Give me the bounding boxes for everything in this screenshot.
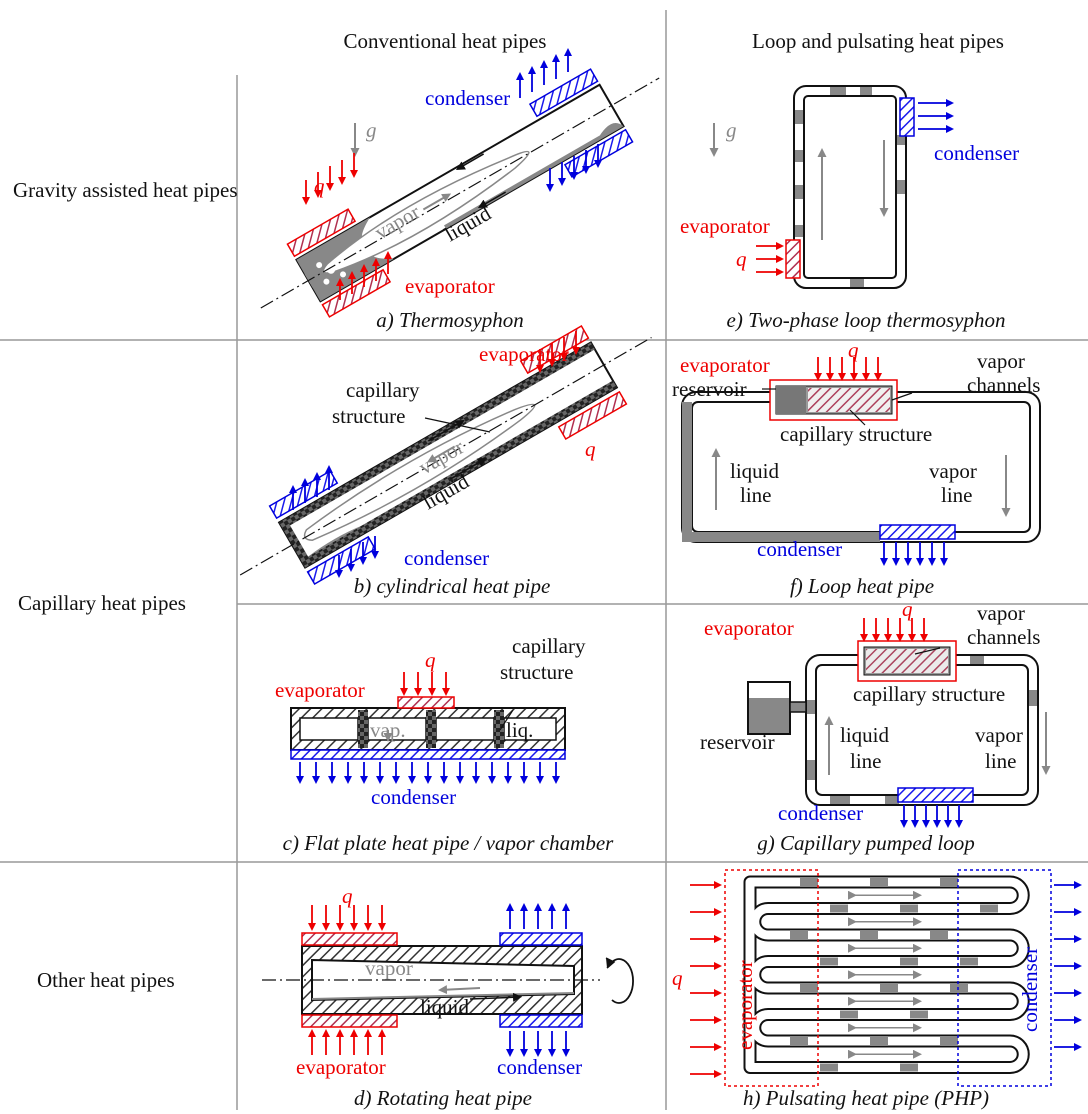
condenser-label-c: condenser bbox=[371, 785, 456, 809]
caption-e: e) Two-phase loop thermosyphon bbox=[727, 308, 1006, 332]
capillary-label-b: capillary bbox=[346, 378, 420, 402]
row-label-other: Other heat pipes bbox=[37, 968, 175, 992]
q-label-g: q bbox=[902, 597, 913, 621]
condenser-label-b: condenser bbox=[404, 546, 489, 570]
condenser-label-e: condenser bbox=[934, 141, 1019, 165]
evaporator-label-e: evaporator bbox=[680, 214, 770, 238]
vap-label-c: vap. bbox=[370, 718, 406, 742]
vapor-label-g: vapor bbox=[977, 601, 1025, 625]
evaporator-label-a: evaporator bbox=[405, 274, 495, 298]
row-label-capillary: Capillary heat pipes bbox=[18, 591, 186, 615]
liquid-slug bbox=[880, 984, 898, 992]
panel-c-flat-plate: q capillary structure evaporator vap. li… bbox=[275, 634, 614, 855]
q-label-h: q bbox=[672, 966, 683, 990]
liquid-slug bbox=[820, 1063, 838, 1072]
gravity-symbol-e: g bbox=[726, 118, 737, 142]
evaporator-label-d: evaporator bbox=[296, 1055, 386, 1079]
capillary-structure-label-g: capillary structure bbox=[853, 682, 1005, 706]
liquid-slug bbox=[900, 957, 918, 966]
vapor-line-label-g-2: line bbox=[985, 749, 1017, 773]
evaporator-label-g: evaporator bbox=[704, 616, 794, 640]
liquid-line-label-g-2: line bbox=[850, 749, 882, 773]
structure-label-b: structure bbox=[332, 404, 405, 428]
panel-b-cylindrical-heat-pipe: evaporator capillary structure q vapor l… bbox=[239, 325, 652, 598]
reservoir-label-f: reservoir bbox=[672, 377, 747, 401]
vapor-label-f: vapor bbox=[977, 349, 1025, 373]
caption-a: a) Thermosyphon bbox=[376, 308, 524, 332]
vapor-line-label-f-2: line bbox=[941, 483, 973, 507]
table-grid bbox=[0, 10, 1088, 1110]
caption-b: b) cylindrical heat pipe bbox=[354, 574, 551, 598]
liquid-slug bbox=[860, 931, 878, 939]
capillary-label-c: capillary bbox=[512, 634, 586, 658]
liquid-slug bbox=[830, 904, 848, 913]
liquid-slug bbox=[940, 878, 958, 886]
condenser-label-a: condenser bbox=[425, 86, 510, 110]
liquid-line-label-f-1: liquid bbox=[730, 459, 780, 483]
caption-h: h) Pulsating heat pipe (PHP) bbox=[743, 1086, 989, 1110]
caption-f: f) Loop heat pipe bbox=[790, 574, 934, 598]
structure-label-c: structure bbox=[500, 660, 573, 684]
liquid-slug bbox=[910, 1010, 928, 1019]
liquid-slug bbox=[840, 1010, 858, 1019]
q-label-c: q bbox=[425, 648, 436, 672]
caption-c: c) Flat plate heat pipe / vapor chamber bbox=[283, 831, 614, 855]
vapor-label-d: vapor bbox=[365, 956, 413, 980]
reservoir-label-g: reservoir bbox=[700, 730, 775, 754]
row-label-gravity: Gravity assisted heat pipes bbox=[13, 178, 238, 202]
vapor-line-label-g-1: vapor bbox=[975, 723, 1023, 747]
condenser-label-d: condenser bbox=[497, 1055, 582, 1079]
liquid-line-label-g-1: liquid bbox=[840, 723, 890, 747]
column-header-conventional: Conventional heat pipes bbox=[344, 29, 547, 53]
panel-g-capillary-pumped-loop: evaporator q vapor channels capillary st… bbox=[700, 597, 1051, 855]
panel-d-rotating-heat-pipe: q vapor liquid evaporator condenser d) R… bbox=[262, 884, 634, 1110]
liquid-slug bbox=[950, 984, 968, 992]
liquid-slug bbox=[940, 1037, 958, 1045]
channels-label-g: channels bbox=[967, 625, 1040, 649]
q-label-b: q bbox=[585, 437, 596, 461]
channels-label-f: channels bbox=[967, 373, 1040, 397]
capillary-structure-label-f: capillary structure bbox=[780, 422, 932, 446]
q-label-f: q bbox=[848, 338, 859, 362]
liquid-slug bbox=[900, 904, 918, 913]
caption-g: g) Capillary pumped loop bbox=[757, 831, 975, 855]
condenser-label-g: condenser bbox=[778, 801, 863, 825]
caption-d: d) Rotating heat pipe bbox=[354, 1086, 532, 1110]
panel-h-pulsating-heat-pipe: q evaporator condenser h) Pulsating heat… bbox=[672, 869, 1082, 1110]
condenser-label-f: condenser bbox=[757, 537, 842, 561]
liquid-slug bbox=[790, 931, 808, 939]
q-label-d: q bbox=[342, 884, 353, 908]
liquid-slug bbox=[870, 1037, 888, 1045]
panel-e-loop-thermosyphon: g condenser evaporator q e) Two-phase lo… bbox=[680, 85, 1019, 332]
vapor-line-label-f-1: vapor bbox=[929, 459, 977, 483]
liq-label-c: liq. bbox=[506, 718, 533, 742]
evaporator-label-c: evaporator bbox=[275, 678, 365, 702]
evaporator-label-b: evaporator bbox=[479, 342, 569, 366]
liquid-slug bbox=[800, 878, 818, 886]
condenser-label-h: condenser bbox=[1018, 947, 1042, 1032]
panel-a-thermosyphon: g bbox=[260, 48, 660, 332]
liquid-slug bbox=[900, 1063, 918, 1072]
liquid-slug bbox=[800, 984, 818, 992]
panel-f-loop-heat-pipe: evaporator q vapor channels reservoir ca… bbox=[672, 338, 1041, 598]
evaporator-label-h: evaporator bbox=[733, 960, 757, 1050]
liquid-slug bbox=[980, 904, 998, 913]
gravity-symbol: g bbox=[366, 118, 377, 142]
q-label-a: q bbox=[314, 174, 325, 198]
q-label-e: q bbox=[736, 247, 747, 271]
liquid-slug bbox=[930, 931, 948, 939]
liquid-line-label-f-2: line bbox=[740, 483, 772, 507]
evaporator-label-f: evaporator bbox=[680, 353, 770, 377]
liquid-slug bbox=[820, 957, 838, 966]
php-tube-interior bbox=[745, 877, 1028, 1072]
liquid-slug bbox=[870, 878, 888, 886]
column-header-loop-pulsating: Loop and pulsating heat pipes bbox=[752, 29, 1004, 53]
liquid-slug bbox=[790, 1037, 808, 1045]
liquid-label-d: liquid bbox=[420, 995, 470, 1019]
liquid-slug bbox=[960, 957, 978, 966]
